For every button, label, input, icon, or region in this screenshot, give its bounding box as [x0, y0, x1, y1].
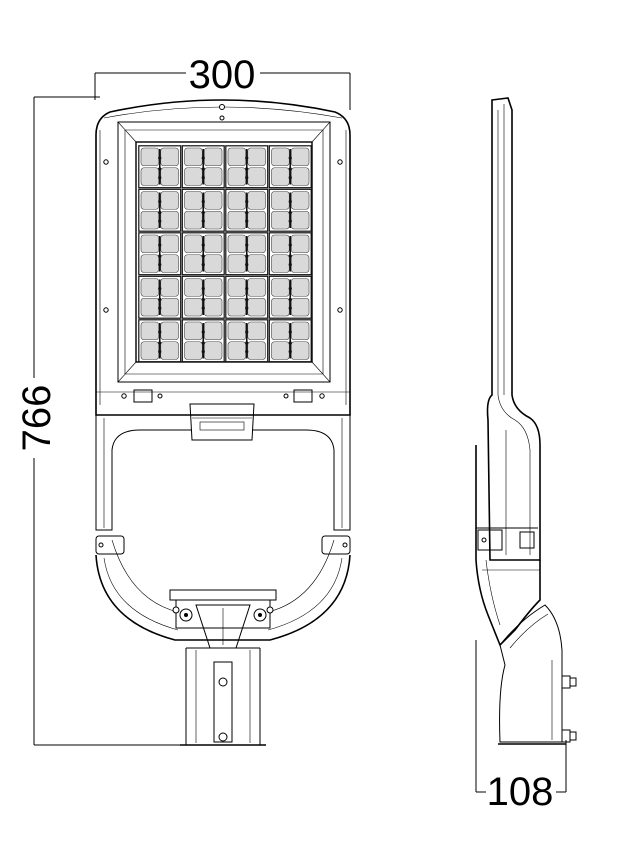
side-view: 108 [475, 97, 577, 814]
led-module [268, 145, 312, 189]
led-module [181, 275, 225, 319]
led-module [138, 232, 182, 276]
side-neck [499, 604, 563, 743]
led-module [225, 275, 269, 319]
housing-outline [95, 99, 351, 416]
led-module [225, 319, 269, 363]
led-module [268, 275, 312, 319]
led-module [225, 232, 269, 276]
led-module [268, 319, 312, 363]
led-module [181, 319, 225, 363]
front-view: 300 766 [14, 53, 351, 746]
led-module [138, 275, 182, 319]
led-module [225, 188, 269, 232]
pole-sleeve [185, 647, 261, 745]
led-module [138, 145, 182, 189]
led-module [138, 319, 182, 363]
width-dimension-label: 300 [189, 53, 256, 97]
base-shell [95, 554, 351, 641]
led-module [181, 188, 225, 232]
led-module [181, 145, 225, 189]
led-module [181, 232, 225, 276]
width-dimension: 300 [94, 53, 351, 110]
led-module [138, 188, 182, 232]
height-dimension-label: 766 [15, 385, 59, 452]
led-grid [138, 145, 312, 363]
led-module [225, 145, 269, 189]
led-module [268, 232, 312, 276]
housing-screws [103, 104, 343, 399]
depth-dimension-label: 108 [487, 770, 554, 814]
height-dimension: 766 [14, 96, 260, 746]
led-module [268, 188, 312, 232]
left-arm [95, 415, 192, 531]
depth-dimension: 108 [475, 640, 567, 814]
right-arm [252, 415, 351, 531]
side-housing-top [486, 97, 541, 561]
